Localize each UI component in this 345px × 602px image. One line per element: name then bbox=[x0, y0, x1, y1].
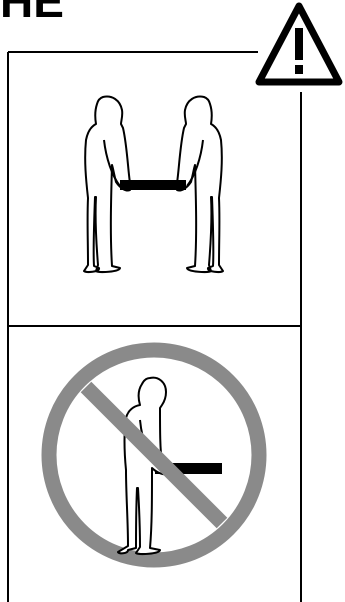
two-person-lift-icon bbox=[84, 97, 223, 272]
one-person-lift-prohibited-icon bbox=[49, 350, 259, 560]
warning-triangle-icon bbox=[259, 6, 339, 82]
panel-frame bbox=[8, 52, 301, 602]
